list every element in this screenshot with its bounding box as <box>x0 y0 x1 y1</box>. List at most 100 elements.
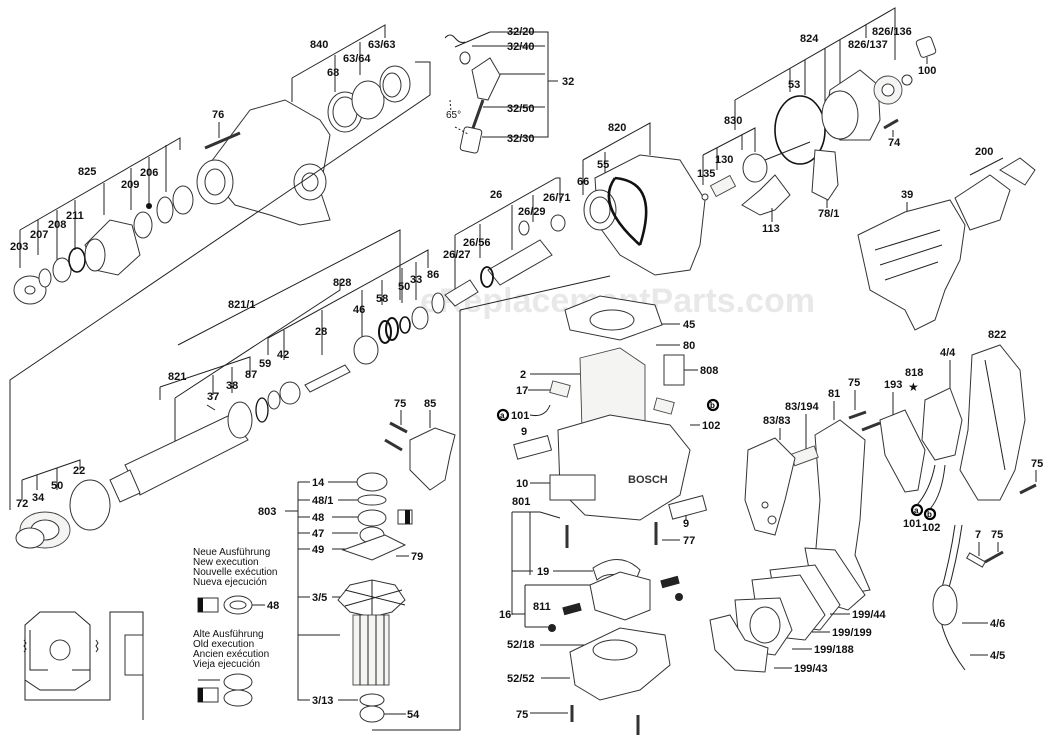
label-26-71[interactable]: 26/71 <box>543 192 571 204</box>
label-46[interactable]: 46 <box>353 304 365 316</box>
impact-bolt-26-27[interactable] <box>444 279 479 307</box>
damper-200[interactable] <box>954 174 1011 231</box>
bearing-48[interactable] <box>357 509 387 527</box>
part-26-71[interactable] <box>550 214 566 232</box>
ring-33[interactable] <box>411 306 429 330</box>
label-37[interactable]: 37 <box>207 391 219 403</box>
label-102-a[interactable]: 102 <box>702 420 720 432</box>
ring-211[interactable] <box>68 247 86 273</box>
label-19[interactable]: 19 <box>537 566 549 578</box>
label-33[interactable]: 33 <box>410 274 422 286</box>
ring-826-136[interactable] <box>901 74 913 86</box>
label-34[interactable]: 34 <box>32 492 45 504</box>
pin-28[interactable] <box>304 364 351 393</box>
label-100[interactable]: 100 <box>918 65 936 77</box>
label-83-194[interactable]: 83/194 <box>785 401 820 413</box>
label-821-1[interactable]: 821/1 <box>228 299 256 311</box>
label-32[interactable]: 32 <box>562 76 574 88</box>
clutch-830[interactable] <box>742 153 768 183</box>
ring-207[interactable] <box>38 268 52 288</box>
handle-half-822[interactable] <box>959 344 1026 501</box>
label-113[interactable]: 113 <box>762 223 780 235</box>
label-47[interactable]: 47 <box>312 528 324 540</box>
label-78-1[interactable]: 78/1 <box>818 208 839 220</box>
plate-49[interactable] <box>341 534 407 561</box>
label-818[interactable]: 818 <box>905 367 923 379</box>
label-32-20[interactable]: 32/20 <box>507 26 535 38</box>
wobble-plate-32[interactable] <box>471 57 501 101</box>
screw-76[interactable] <box>204 131 241 150</box>
ring-seal[interactable] <box>172 185 194 215</box>
label-48-1[interactable]: 48/1 <box>312 495 333 507</box>
piston-rod-32-50[interactable] <box>471 99 485 129</box>
screw-75-c[interactable] <box>848 410 867 420</box>
label-808[interactable]: 808 <box>700 365 718 377</box>
label-75-a[interactable]: 75 <box>394 398 406 410</box>
switch-fork-113[interactable] <box>741 174 791 216</box>
cap-200[interactable] <box>999 157 1036 186</box>
label-7[interactable]: 7 <box>975 529 981 541</box>
label-4-5[interactable]: 4/5 <box>990 650 1005 662</box>
pinion-130[interactable] <box>709 174 737 198</box>
brush-plate-16[interactable] <box>589 571 651 621</box>
screw-75-e[interactable] <box>984 550 1004 564</box>
gasket-78-1[interactable] <box>811 149 839 201</box>
label-75-b[interactable]: 75 <box>516 709 528 721</box>
label-sticker-9b[interactable] <box>668 494 708 520</box>
label-4-4[interactable]: 4/4 <box>940 347 956 359</box>
bearing-54[interactable] <box>359 705 385 723</box>
label-840[interactable]: 840 <box>310 39 328 51</box>
ring-63-64[interactable] <box>351 80 385 120</box>
label-211[interactable]: 211 <box>66 210 84 222</box>
switch-cover-85[interactable] <box>409 427 456 491</box>
bearing-14[interactable] <box>356 472 388 492</box>
label-85[interactable]: 85 <box>424 398 436 410</box>
label-54[interactable]: 54 <box>407 709 420 721</box>
carbon-brush-811[interactable] <box>562 602 582 616</box>
label-42[interactable]: 42 <box>277 349 289 361</box>
o-ring-55[interactable] <box>614 176 648 246</box>
label-32-50[interactable]: 32/50 <box>507 103 535 115</box>
guide-tube-26[interactable] <box>487 239 553 286</box>
old-bearing[interactable] <box>223 673 253 691</box>
label-83-83[interactable]: 83/83 <box>763 415 791 427</box>
ring-42[interactable] <box>279 381 301 405</box>
label-74[interactable]: 74 <box>888 137 901 149</box>
label-2[interactable]: 2 <box>520 369 526 381</box>
label-26-27[interactable]: 26/27 <box>443 249 471 261</box>
label-101-b[interactable]: 101 <box>903 518 921 530</box>
label-32-30[interactable]: 32/30 <box>507 133 535 145</box>
label-14[interactable]: 14 <box>312 477 325 489</box>
label-199-43[interactable]: 199/43 <box>794 663 828 675</box>
label-26[interactable]: 26 <box>490 189 502 201</box>
label-102-b[interactable]: 102 <box>922 522 940 534</box>
label-826-137[interactable]: 826/137 <box>848 39 888 51</box>
label-48-legend[interactable]: 48 <box>267 600 279 612</box>
screw-75-a[interactable] <box>389 421 408 434</box>
ring-48-1[interactable] <box>357 494 387 506</box>
label-130[interactable]: 130 <box>715 154 733 166</box>
label-206[interactable]: 206 <box>140 167 158 179</box>
ring-208[interactable] <box>52 257 72 283</box>
slide-83-194[interactable] <box>790 445 819 467</box>
label-17[interactable]: 17 <box>516 385 528 397</box>
o-ring-50[interactable] <box>399 316 411 334</box>
label-3-13[interactable]: 3/13 <box>312 695 333 707</box>
ring-3-13[interactable] <box>359 693 385 707</box>
label-79[interactable]: 79 <box>411 551 423 563</box>
label-209[interactable]: 209 <box>121 179 139 191</box>
screw-75-d[interactable] <box>1019 483 1037 495</box>
label-66[interactable]: 66 <box>577 176 589 188</box>
brush-holder[interactable] <box>653 397 675 415</box>
label-68[interactable]: 68 <box>327 67 339 79</box>
ball-206[interactable] <box>146 203 152 209</box>
label-63-64[interactable]: 63/64 <box>343 53 371 65</box>
label-76[interactable]: 76 <box>212 109 224 121</box>
label-825[interactable]: 825 <box>78 166 96 178</box>
trigger-193[interactable] <box>879 409 926 493</box>
label-59[interactable]: 59 <box>259 358 271 370</box>
label-49[interactable]: 49 <box>312 544 324 556</box>
ring-87[interactable] <box>255 397 269 423</box>
label-77[interactable]: 77 <box>683 535 695 547</box>
label-81[interactable]: 81 <box>828 388 840 400</box>
